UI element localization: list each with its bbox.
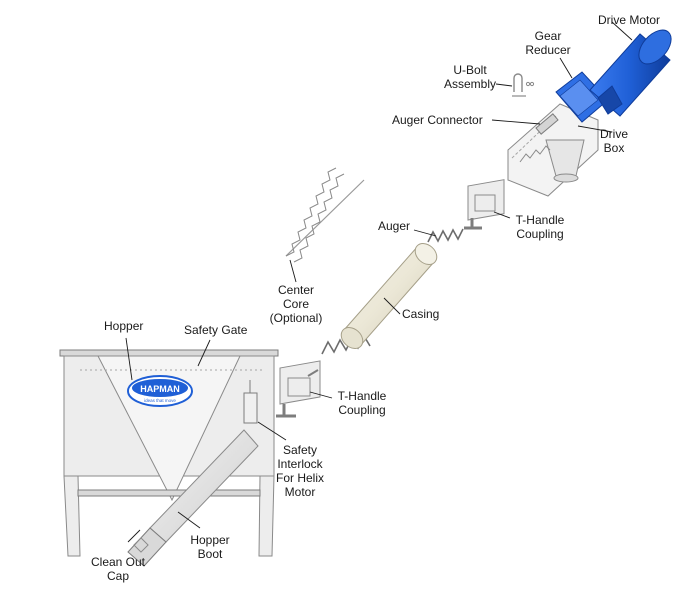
leader-lines: [125, 21, 633, 543]
label-gear-reducer-line1: Gear: [535, 29, 562, 43]
label-drive-box-line1: Drive: [600, 127, 628, 141]
logo-tagline-text: ideas that move: [144, 398, 176, 403]
hopper-cross-brace: [77, 489, 261, 497]
label-safety-gate: Safety Gate: [184, 323, 248, 337]
label-auger: Auger: [378, 219, 410, 233]
auger-spring-upper: [427, 228, 464, 243]
drive-motor: [589, 29, 672, 117]
hapman-logo: HAPMAN ideas that move: [127, 375, 193, 407]
hopper-leg-right: [258, 475, 275, 557]
label-safety-interlock-line1: Safety: [283, 443, 317, 457]
u-bolt-assembly: [512, 73, 535, 97]
label-auger-connector: Auger Connector: [392, 113, 483, 127]
label-safety-interlock-line4: Motor: [285, 485, 316, 499]
hopper-assembly: HAPMAN ideas that move: [59, 349, 279, 567]
label-drive-box-line2: Box: [604, 141, 625, 155]
label-t-handle-top-line1: T-Handle: [516, 213, 565, 227]
label-hopper-boot-line1: Hopper: [190, 533, 229, 547]
label-drive-motor: Drive Motor: [598, 13, 660, 27]
label-gear-reducer-line2: Reducer: [525, 43, 570, 57]
safety-interlock-box: [243, 392, 258, 424]
label-center-core-line3: (Optional): [270, 311, 323, 325]
label-hopper-boot-line2: Boot: [198, 547, 223, 561]
label-clean-out-cap-line1: Clean Out: [91, 555, 146, 569]
casing-tube: [340, 243, 438, 349]
label-center-core-line2: Core: [283, 297, 309, 311]
label-t-handle-bottom-line2: Coupling: [338, 403, 385, 417]
clean-out-cap-body: [127, 527, 167, 567]
t-handle-coupling-lower: [276, 360, 321, 418]
part-labels: Drive Motor Gear Reducer U-Bolt Assembly…: [91, 13, 660, 583]
auger-connector: [535, 113, 559, 135]
logo-brand-text: HAPMAN: [140, 384, 180, 394]
center-core-helix: [285, 167, 365, 263]
label-center-core-line1: Center: [278, 283, 314, 297]
label-ubolt-line1: U-Bolt: [453, 63, 487, 77]
label-ubolt-line2: Assembly: [444, 77, 496, 91]
label-t-handle-top-line2: Coupling: [516, 227, 563, 241]
drive-box: [507, 103, 599, 197]
label-hopper: Hopper: [104, 319, 143, 333]
label-safety-interlock-line3: For Helix: [276, 471, 324, 485]
label-casing: Casing: [402, 307, 439, 321]
clean-out-cap-detail: [133, 537, 149, 553]
t-handle-coupling-upper: [464, 179, 505, 230]
hopper-rim: [59, 349, 279, 357]
hopper-leg-left: [63, 475, 81, 557]
label-safety-interlock-line2: Interlock: [277, 457, 323, 471]
label-t-handle-bottom-line1: T-Handle: [338, 389, 387, 403]
label-clean-out-cap-line2: Cap: [107, 569, 129, 583]
